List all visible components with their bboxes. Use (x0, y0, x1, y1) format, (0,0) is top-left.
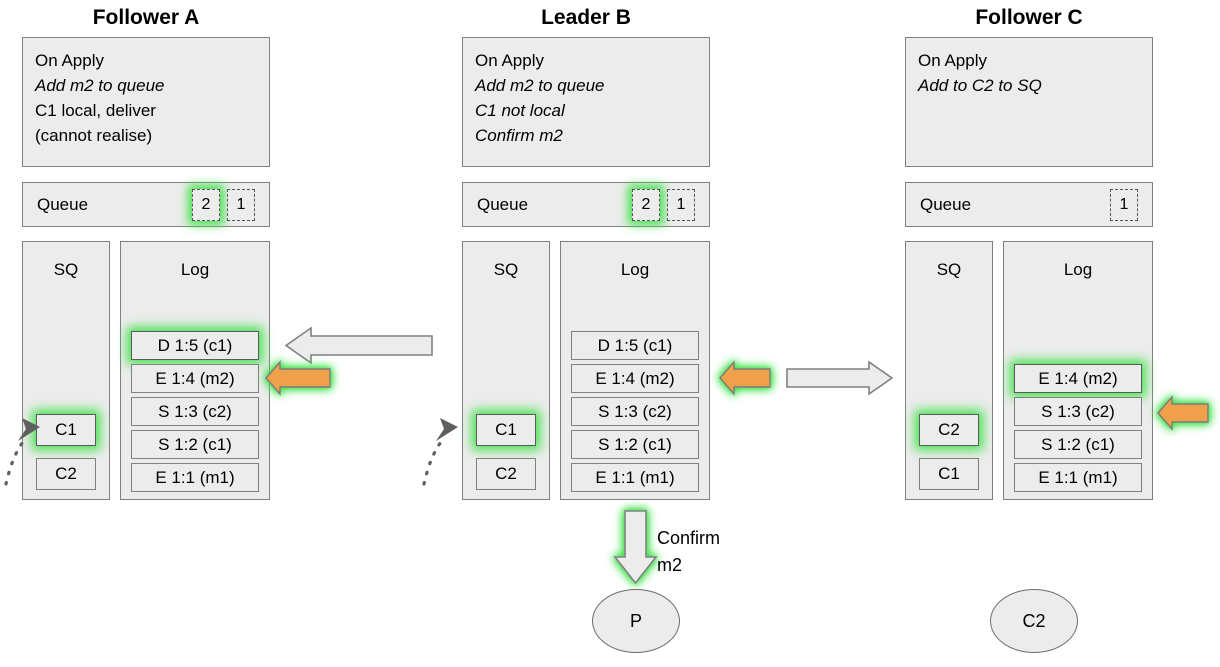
follower-c-on-apply-panel: On Apply Add to C2 to SQ (905, 37, 1153, 167)
commit-pointer-follower-c (1157, 395, 1209, 431)
confirm-m2-label-line1: Confirm (657, 528, 721, 548)
note-line: C1 not local (475, 101, 565, 120)
follower-a-queue-panel: Queue 2 1 (22, 182, 270, 227)
deliver-line-follower-a (4, 418, 40, 486)
note-line: Add to C2 to SQ (918, 76, 1042, 95)
sq-item: C1 (36, 414, 96, 446)
log-entry: E 1:1 (m1) (131, 463, 259, 492)
log-entry: D 1:5 (c1) (131, 331, 259, 360)
column-title-follower-a: Follower A (92, 6, 200, 29)
log-entry: S 1:3 (c2) (131, 397, 259, 426)
confirm-m2-arrow (613, 510, 658, 585)
log-header: Log (1063, 260, 1093, 279)
note-line: On Apply (35, 51, 104, 70)
confirm-m2-label-line2: m2 (657, 555, 683, 575)
log-entry: E 1:1 (m1) (571, 463, 699, 492)
client-node-c2: C2 (990, 589, 1078, 653)
sq-header: SQ (493, 260, 519, 279)
follower-a-sq-panel: SQ (22, 241, 110, 500)
log-header: Log (180, 260, 210, 279)
queue-slot: 2 (192, 188, 220, 221)
sq-item: C2 (919, 414, 979, 446)
note-line: Add m2 to queue (475, 76, 605, 95)
log-entry: D 1:5 (c1) (571, 331, 699, 360)
sq-item: C2 (476, 458, 536, 490)
queue-label: Queue (37, 194, 89, 214)
process-node-p: P (592, 589, 680, 653)
queue-label: Queue (920, 194, 972, 214)
note-line: Confirm m2 (475, 126, 563, 145)
sq-item: C1 (919, 458, 979, 490)
note-line: On Apply (475, 51, 544, 70)
log-entry: S 1:3 (c2) (571, 397, 699, 426)
log-entry: S 1:2 (c1) (571, 430, 699, 459)
leader-b-on-apply-panel: On Apply Add m2 to queue C1 not local Co… (462, 37, 710, 167)
log-header: Log (620, 260, 650, 279)
follower-a-on-apply-panel: On Apply Add m2 to queue C1 local, deliv… (22, 37, 270, 167)
log-entry: E 1:1 (m1) (1014, 463, 1142, 492)
log-entry: E 1:4 (m2) (131, 364, 259, 393)
commit-pointer-follower-a (265, 360, 331, 396)
queue-slot: 1 (227, 188, 255, 221)
leader-b-queue-panel: Queue 2 1 (462, 182, 710, 227)
sq-item: C2 (36, 458, 96, 490)
queue-slot: 2 (632, 188, 660, 221)
replication-arrow-b-to-c (786, 360, 894, 396)
log-entry: S 1:2 (c1) (131, 430, 259, 459)
follower-c-queue-panel: Queue 1 (905, 182, 1153, 227)
sq-header: SQ (53, 260, 79, 279)
deliver-line-leader-b (422, 418, 458, 486)
sq-header: SQ (936, 260, 962, 279)
sq-item: C1 (476, 414, 536, 446)
column-title-leader-b: Leader B (541, 6, 631, 29)
replication-arrow-b-to-a (284, 326, 433, 365)
log-entry: S 1:3 (c2) (1014, 397, 1142, 426)
queue-slots: 1 (1110, 188, 1138, 221)
queue-slots: 2 1 (632, 188, 695, 221)
queue-label: Queue (477, 194, 529, 214)
log-entry: S 1:2 (c1) (1014, 430, 1142, 459)
note-line: Add m2 to queue (35, 76, 165, 95)
note-line: C1 local, deliver (35, 101, 156, 120)
leader-b-sq-panel: SQ (462, 241, 550, 500)
follower-c-sq-panel: SQ (905, 241, 993, 500)
queue-slot: 1 (1110, 188, 1138, 221)
queue-slot: 1 (667, 188, 695, 221)
note-line: On Apply (918, 51, 987, 70)
commit-pointer-leader-b (719, 360, 771, 396)
log-entry: E 1:4 (m2) (1014, 364, 1142, 393)
note-line: (cannot realise) (35, 126, 153, 145)
column-title-follower-c: Follower C (975, 6, 1083, 29)
queue-slots: 2 1 (192, 188, 255, 221)
log-entry: E 1:4 (m2) (571, 364, 699, 393)
